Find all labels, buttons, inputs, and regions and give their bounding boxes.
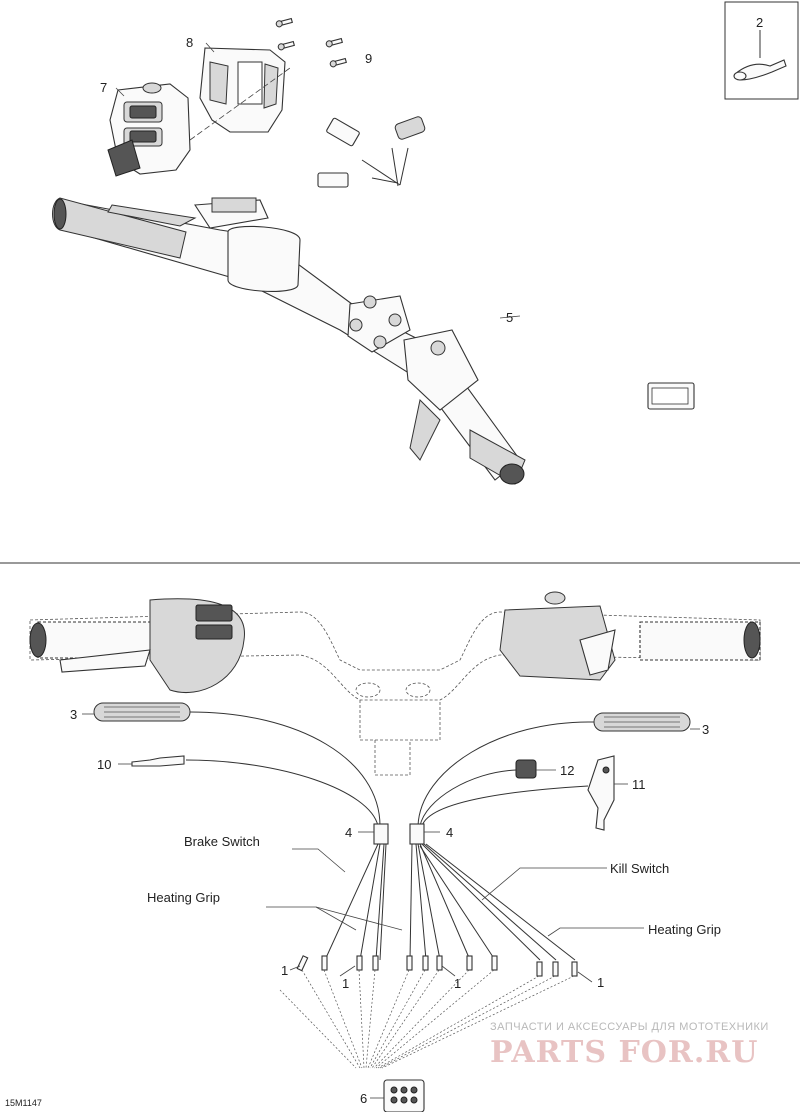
watermark-caption: ЗАПЧАСТИ И АКСЕССУАРЫ ДЛЯ МОТОТЕХНИКИ [490, 1021, 769, 1033]
callout-5: 5 [506, 310, 513, 325]
watermark-logo: PARTS FOR.RU [490, 1035, 758, 1070]
switch-assembly [107, 82, 191, 177]
label-brake-switch: Brake Switch [184, 834, 260, 849]
wire-harness [317, 116, 695, 410]
callout-11: 11 [632, 777, 646, 792]
screws [275, 17, 347, 68]
right-grip-bottom [499, 591, 761, 681]
callout-7: 7 [100, 80, 107, 95]
callout-8: 8 [186, 35, 193, 50]
label-leaders [266, 831, 644, 983]
heating-grip-element-right [593, 712, 700, 732]
handlebar-assembly-top [52, 197, 526, 485]
callout-3-right: 3 [702, 722, 709, 737]
heating-grip-element-left [82, 702, 191, 722]
left-grip-bottom [29, 598, 245, 694]
callout-9: 9 [365, 51, 372, 66]
clip-12 [515, 759, 556, 779]
sensor-10 [118, 755, 185, 767]
callout-10: 10 [97, 757, 111, 772]
switch-housing-bracket [199, 42, 286, 133]
callout-1-c: 1 [454, 976, 461, 991]
callout-4-right: 4 [446, 825, 453, 840]
cable-tie-inset [724, 1, 799, 100]
callout-1-a: 1 [281, 963, 288, 978]
wiring-bundles [185, 711, 595, 961]
connector-dotted-lines [279, 969, 575, 1069]
label-heating-grip-left: Heating Grip [147, 890, 220, 905]
callout-3-left: 3 [70, 707, 77, 722]
callout-12: 12 [560, 763, 574, 778]
terminal-pins [296, 955, 578, 977]
callout-1-d: 1 [597, 975, 604, 990]
label-heating-grip-right: Heating Grip [648, 922, 721, 937]
callout-4-left: 4 [345, 825, 352, 840]
bracket-11 [587, 755, 628, 831]
callout-1-b: 1 [342, 976, 349, 991]
callout-6: 6 [360, 1091, 367, 1106]
connector-6 [370, 1079, 425, 1112]
figure-code: 15M1147 [5, 1098, 42, 1108]
label-kill-switch: Kill Switch [610, 861, 669, 876]
callout-2: 2 [756, 15, 763, 30]
